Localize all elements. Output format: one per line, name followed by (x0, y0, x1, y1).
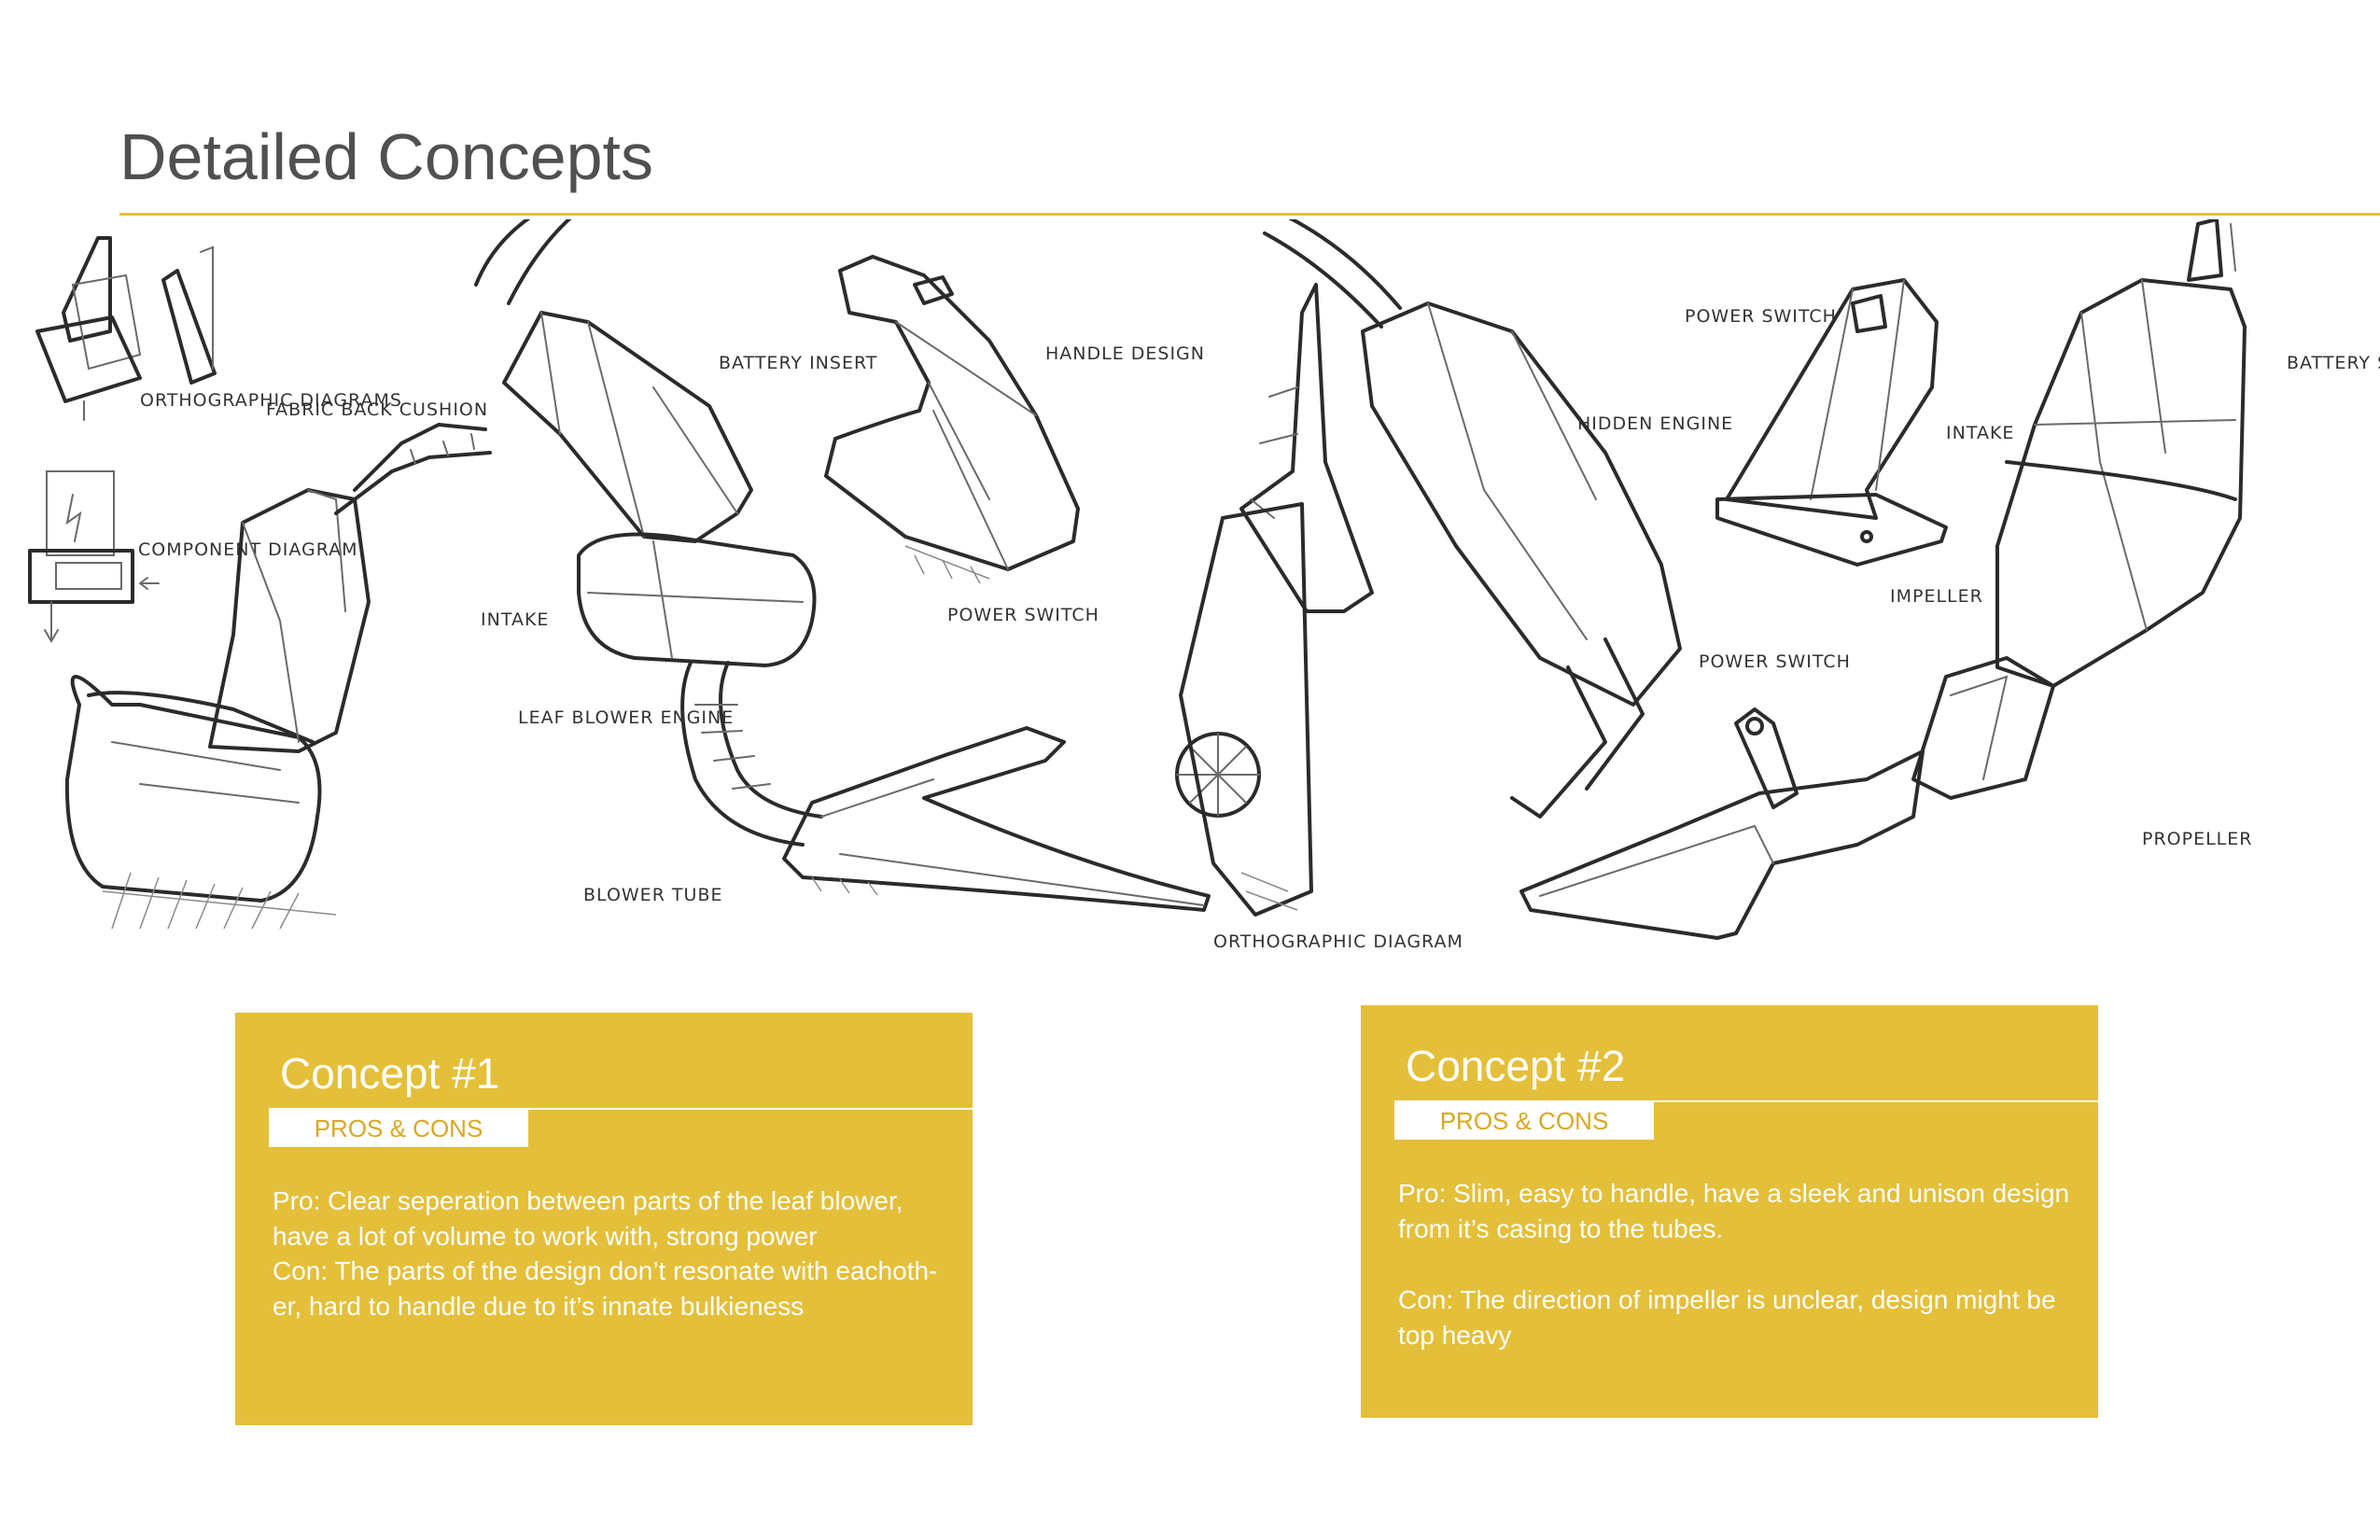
annotation-power-switch-3: POWER SWITCH (1699, 651, 1851, 672)
annotation-component-diagram: COMPONENT DIAGRAM (138, 539, 358, 560)
concept-2-handle-sketch (1715, 278, 1948, 567)
concept-1-backpack-sketch (64, 423, 492, 930)
orthographic-sketch-small (35, 236, 217, 421)
orthographic-diagram-sketch (1175, 283, 1374, 917)
annotation-impeller: IMPELLER (1890, 586, 1983, 607)
annotation-battery-slot: BATTERY SLOT (2287, 353, 2380, 373)
concept-sketches: ORTHOGRAPHIC DIAGRAMS COMPONENT DIAGRAM … (28, 219, 2380, 952)
annotation-hidden-engine: HIDDEN ENGINE (1577, 413, 1733, 434)
annotation-intake-2: INTAKE (1946, 423, 2014, 443)
annotation-blower-tube: BLOWER TUBE (583, 885, 722, 905)
concept-2-divider (1394, 1100, 2098, 1102)
annotation-intake-1: INTAKE (481, 609, 549, 630)
concept-2-card: Concept #2 PROS & CONS Pro: Slim, easy t… (1361, 1005, 2098, 1418)
concept-2-engine-sketch (1263, 219, 1682, 819)
concept-2-nozzle-sketch (1519, 707, 1925, 940)
annotation-handle-design: HANDLE DESIGN (1045, 343, 1205, 364)
concept-2-backpack-sketch (1911, 219, 2247, 800)
concept-2-pros-cons-tag: PROS & CONS (1394, 1102, 1654, 1140)
concept-1-divider (269, 1108, 973, 1110)
concept-2-pro: Pro: Slim, easy to handle, have a sleek … (1398, 1179, 2070, 1243)
title-underline (119, 213, 2380, 216)
annotation-battery-insert: BATTERY INSERT (719, 353, 877, 373)
annotation-orthographic-diagram: ORTHOGRAPHIC DIAGRAM (1213, 931, 1463, 952)
annotation-orthographic-diagrams: ORTHOGRAPHIC DIAGRAMS (140, 390, 402, 411)
concept-1-handle-sketch (824, 255, 1080, 584)
annotation-propeller: PROPELLER (2142, 829, 2252, 849)
concept-2-title: Concept #2 (1406, 1042, 1626, 1090)
concept-1-card: Concept #1 PROS & CONS Pro: Clear sepera… (235, 1013, 973, 1425)
concept-1-pros-cons-tag: PROS & CONS (269, 1110, 528, 1147)
concept-1-engine-sketch (474, 219, 823, 847)
concept-1-pro: Pro: Clear seperation between parts of t… (273, 1186, 903, 1251)
concept-1-nozzle-sketch (782, 726, 1211, 912)
annotation-leaf-blower-engine: LEAF BLOWER ENGINE (518, 707, 734, 728)
concept-1-con: Con: The parts of the design don’t reson… (273, 1256, 938, 1321)
annotation-fabric-back-cushion: FABRIC BACK CUSHION (266, 399, 488, 420)
concept-2-con: Con: The direction of impeller is unclea… (1398, 1285, 2056, 1350)
annotation-power-switch-1: POWER SWITCH (947, 605, 1099, 625)
page-title: Detailed Concepts (119, 120, 653, 193)
concept-1-title: Concept #1 (280, 1049, 500, 1098)
component-diagram-sketch (28, 470, 160, 643)
annotation-power-switch-2: POWER SWITCH (1685, 306, 1837, 327)
